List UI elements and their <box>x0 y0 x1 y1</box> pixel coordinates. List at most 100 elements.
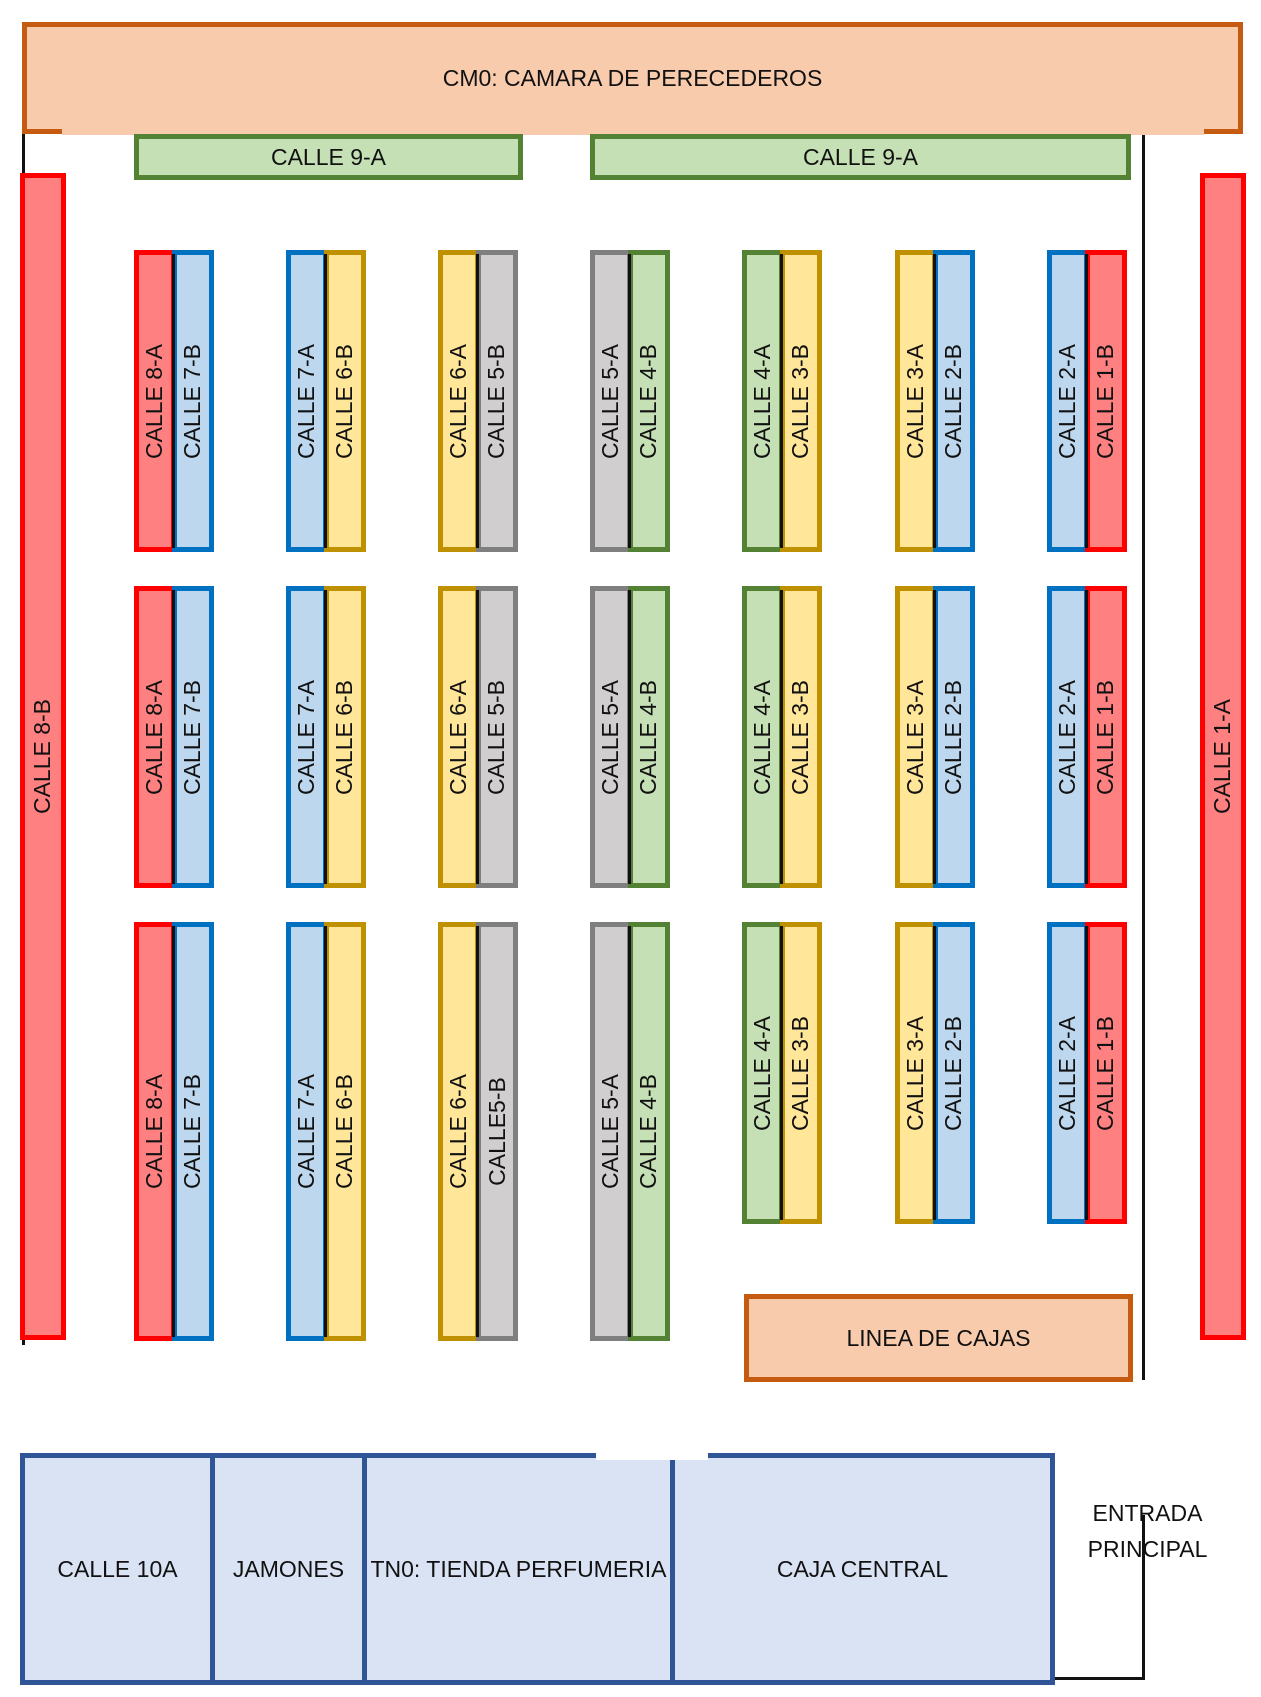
calle-10a-label: CALLE 10A <box>57 1555 178 1582</box>
gondola-r3-c4-left: CALLE 5-A <box>590 922 632 1341</box>
jamones: JAMONES <box>210 1453 367 1685</box>
gondola-label: CALLE 8-A <box>141 343 168 459</box>
gondola-label: CALLE 4-A <box>749 679 776 795</box>
gondola-label: CALLE 8-A <box>141 1073 168 1190</box>
gondola-divider <box>1085 926 1088 1220</box>
gondola-label: CALLE 2-A <box>1054 343 1081 459</box>
gondola-divider <box>780 254 783 548</box>
gondola-label: CALLE 3-A <box>902 679 929 795</box>
gondola-divider <box>780 926 783 1220</box>
gondola-r1-c2-left: CALLE 7-A <box>286 250 328 552</box>
gondola-label: CALLE 4-B <box>635 343 662 459</box>
gondola-label: CALLE 1-B <box>1092 679 1119 795</box>
linea-de-cajas-label: LINEA DE CAJAS <box>846 1324 1031 1351</box>
gondola-divider <box>628 590 631 884</box>
camara-perecederos: CM0: CAMARA DE PERECEDEROS <box>22 22 1243 134</box>
gondola-label: CALLE 6-B <box>331 343 358 459</box>
gondola-divider <box>476 926 479 1337</box>
gondola-r2-c5-right: CALLE 3-B <box>780 586 822 888</box>
gondola-r1-c6-left: CALLE 3-A <box>895 250 937 552</box>
gondola-r2-c3-right: CALLE 5-B <box>476 586 518 888</box>
linea-de-cajas: LINEA DE CAJAS <box>744 1294 1133 1382</box>
gondola-r2-c7-right: CALLE 1-B <box>1085 586 1127 888</box>
gondola-r2-c4-right: CALLE 4-B <box>628 586 670 888</box>
gondola-r3-c2-right: CALLE 6-B <box>324 922 366 1341</box>
gondola-r1-c5-right: CALLE 3-B <box>780 250 822 552</box>
top-shelf-left-label: CALLE 9-A <box>270 143 387 170</box>
gondola-label: CALLE 5-A <box>597 679 624 795</box>
gondola-label: CALLE 6-B <box>331 1073 358 1190</box>
gondola-divider <box>324 590 327 884</box>
jamones-label: JAMONES <box>232 1555 345 1582</box>
gondola-label: CALLE 2-B <box>940 1015 967 1131</box>
wall-right-lower <box>1142 1515 1145 1680</box>
gondola-label: CALLE 1-B <box>1092 1015 1119 1131</box>
gondola-label: CALLE 2-A <box>1054 679 1081 795</box>
gondola-divider <box>933 926 936 1220</box>
gondola-label: CALLE5-B <box>483 1077 510 1186</box>
gondola-r2-c3-left: CALLE 6-A <box>438 586 480 888</box>
gondola-r2-c1-left: CALLE 8-A <box>134 586 176 888</box>
gondola-r3-c6-right: CALLE 2-B <box>933 922 975 1224</box>
gondola-label: CALLE 5-A <box>597 1073 624 1190</box>
gondola-r2-c6-right: CALLE 2-B <box>933 586 975 888</box>
gondola-divider <box>476 254 479 548</box>
gondola-r2-c5-left: CALLE 4-A <box>742 586 784 888</box>
calle-10a: CALLE 10A <box>20 1453 215 1685</box>
side-shelf-right: CALLE 1-A <box>1200 173 1246 1340</box>
gondola-divider <box>476 590 479 884</box>
gondola-divider <box>324 254 327 548</box>
gondola-label: CALLE 6-B <box>331 679 358 795</box>
entrada-line-1: ENTRADA <box>1092 1500 1203 1526</box>
gondola-divider <box>780 590 783 884</box>
top-shelf-right-label: CALLE 9-A <box>802 143 919 170</box>
gondola-r3-c2-left: CALLE 7-A <box>286 922 328 1341</box>
caja-central-label: CAJA CENTRAL <box>776 1555 949 1582</box>
entrada-principal: ENTRADA PRINCIPAL <box>1060 1495 1235 1567</box>
gondola-divider <box>172 254 175 548</box>
gondola-divider <box>628 254 631 548</box>
gondola-label: CALLE 8-A <box>141 679 168 795</box>
gondola-r3-c7-right: CALLE 1-B <box>1085 922 1127 1224</box>
gondola-r2-c1-right: CALLE 7-B <box>172 586 214 888</box>
gondola-r1-c5-left: CALLE 4-A <box>742 250 784 552</box>
gondola-divider <box>933 254 936 548</box>
gondola-label: CALLE 3-B <box>787 343 814 459</box>
wall-right <box>1142 125 1145 1380</box>
entrada-line-2: PRINCIPAL <box>1087 1536 1208 1562</box>
side-shelf-right-label: CALLE 1-A <box>1209 698 1236 815</box>
gondola-label: CALLE 6-A <box>445 343 472 459</box>
gondola-divider <box>1085 590 1088 884</box>
gondola-label: CALLE 3-A <box>902 343 929 459</box>
gondola-divider <box>324 926 327 1337</box>
gondola-label: CALLE 6-A <box>445 1073 472 1190</box>
gondola-label: CALLE 7-A <box>293 679 320 795</box>
gondola-label: CALLE 2-B <box>940 679 967 795</box>
caja-central: CAJA CENTRAL <box>670 1453 1055 1685</box>
camara-notch <box>62 129 1204 135</box>
gondola-label: CALLE 5-A <box>597 343 624 459</box>
gondola-r3-c4-right: CALLE 4-B <box>628 922 670 1341</box>
gondola-r3-c5-right: CALLE 3-B <box>780 922 822 1224</box>
gondola-label: CALLE 3-B <box>787 679 814 795</box>
top-shelf-left: CALLE 9-A <box>134 134 523 180</box>
gondola-r3-c3-left: CALLE 6-A <box>438 922 480 1341</box>
gondola-label: CALLE 4-B <box>635 679 662 795</box>
gondola-divider <box>628 926 631 1337</box>
camara-label: CM0: CAMARA DE PERECEDEROS <box>442 64 823 91</box>
gondola-label: CALLE 3-A <box>902 1015 929 1131</box>
gondola-r1-c1-left: CALLE 8-A <box>134 250 176 552</box>
gondola-label: CALLE 1-B <box>1092 343 1119 459</box>
gondola-r1-c4-right: CALLE 4-B <box>628 250 670 552</box>
gondola-label: CALLE 6-A <box>445 679 472 795</box>
gondola-r1-c7-right: CALLE 1-B <box>1085 250 1127 552</box>
gondola-r1-c6-right: CALLE 2-B <box>933 250 975 552</box>
gondola-r2-c4-left: CALLE 5-A <box>590 586 632 888</box>
gondola-r1-c3-left: CALLE 6-A <box>438 250 480 552</box>
gondola-label: CALLE 3-B <box>787 1015 814 1131</box>
gondola-divider <box>172 926 175 1337</box>
gondola-label: CALLE 2-A <box>1054 1015 1081 1131</box>
gondola-label: CALLE 7-A <box>293 1073 320 1190</box>
gondola-r3-c3-right: CALLE5-B <box>476 922 518 1341</box>
gondola-r3-c5-left: CALLE 4-A <box>742 922 784 1224</box>
